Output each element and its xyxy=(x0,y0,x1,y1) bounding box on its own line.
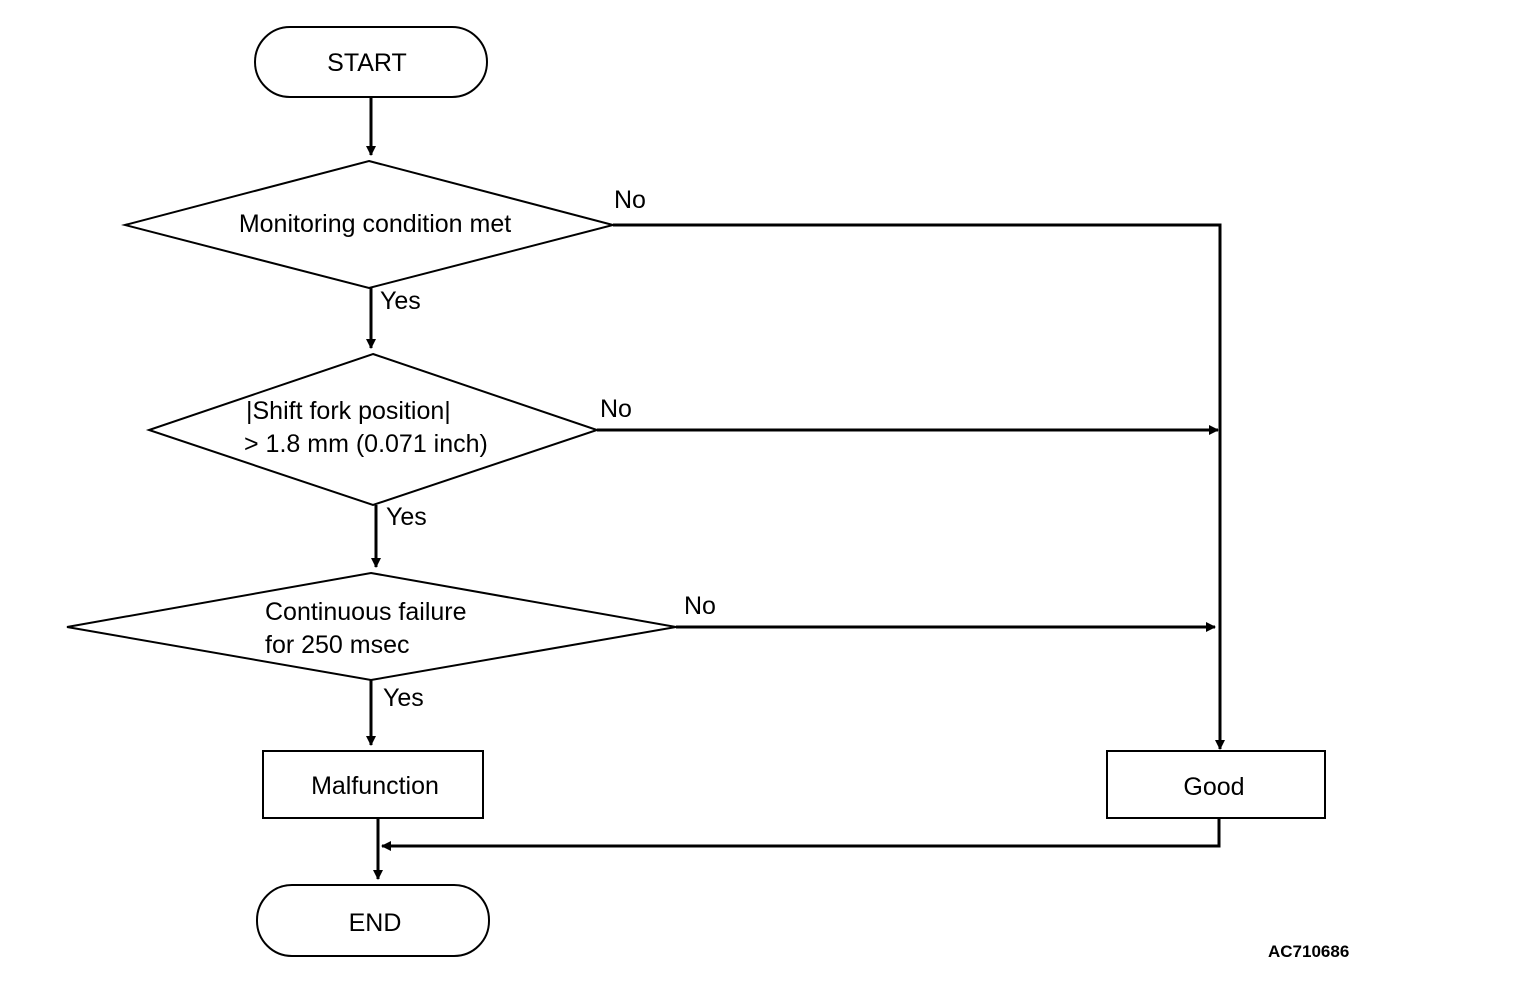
end-terminator xyxy=(256,884,490,957)
d3-no-label: No xyxy=(684,592,716,620)
good-label: Good xyxy=(1183,773,1244,801)
decision-monitoring-condition xyxy=(121,159,617,290)
decision-continuous-failure-line2: for 250 msec xyxy=(265,631,410,659)
connector-good-to-merge xyxy=(381,818,1221,851)
decision-monitoring-condition-label: Monitoring condition met xyxy=(239,210,511,238)
d1-no-label: No xyxy=(614,186,646,214)
malfunction-box xyxy=(262,750,484,819)
d2-no-label: No xyxy=(600,395,632,423)
d1-yes-label: Yes xyxy=(380,287,421,315)
d2-yes-label: Yes xyxy=(386,503,427,531)
decision-shift-fork-position-line1: |Shift fork position| xyxy=(246,397,451,425)
start-label: START xyxy=(327,49,407,77)
d3-yes-label: Yes xyxy=(383,684,424,712)
decision-continuous-failure-line1: Continuous failure xyxy=(265,598,467,626)
figure-code: AC710686 xyxy=(1268,942,1349,961)
decision-shift-fork-position xyxy=(145,352,601,507)
decision-shift-fork-position-line2: > 1.8 mm (0.071 inch) xyxy=(244,430,488,458)
malfunction-label: Malfunction xyxy=(311,772,439,800)
decision-continuous-failure xyxy=(66,571,677,682)
good-box xyxy=(1106,750,1326,819)
end-label: END xyxy=(349,909,402,937)
connector-d1-no-to-good xyxy=(613,223,1225,750)
